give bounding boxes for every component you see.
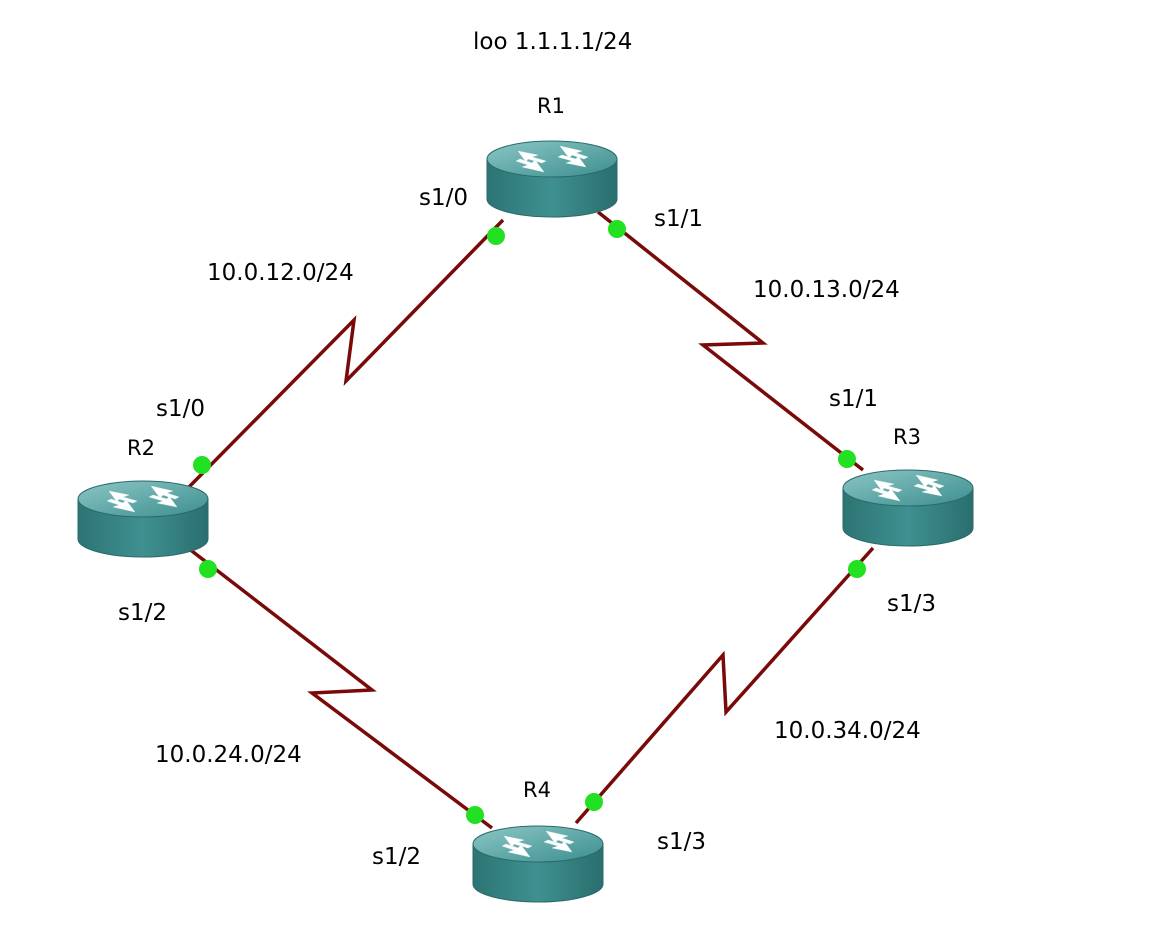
router-r1-icon[interactable] (486, 140, 618, 218)
loopback-label: loo 1.1.1.1/24 (473, 29, 632, 55)
router-r3-name: R3 (893, 425, 921, 449)
port-status-r3-s13 (848, 560, 866, 578)
router-r4-name: R4 (523, 778, 551, 802)
port-status-r2-s10 (193, 456, 211, 474)
interface-label-r2-s10: s1/0 (156, 396, 205, 422)
router-r2-name: R2 (127, 436, 155, 460)
router-r1-name: R1 (537, 94, 565, 118)
link-r3-r4 (574, 546, 875, 825)
router-r4-icon[interactable] (472, 825, 604, 903)
network-label-r2-r4: 10.0.24.0/24 (155, 742, 302, 768)
port-status-r1-s10 (487, 227, 505, 245)
interface-label-r3-s11: s1/1 (829, 386, 878, 412)
router-r3-icon[interactable] (842, 469, 974, 547)
interface-label-r1-s11: s1/1 (654, 206, 703, 232)
network-label-r1-r2: 10.0.12.0/24 (207, 260, 354, 286)
port-status-r1-s11 (608, 220, 626, 238)
link-r1-r2 (186, 218, 505, 490)
interface-label-r2-s12: s1/2 (118, 600, 167, 626)
port-status-r4-s12 (466, 806, 484, 824)
link-r2-r4 (186, 546, 494, 830)
port-status-r2-s12 (199, 560, 217, 578)
interface-label-r4-s13: s1/3 (657, 829, 706, 855)
interface-label-r3-s13: s1/3 (887, 591, 936, 617)
network-label-r1-r3: 10.0.13.0/24 (753, 277, 900, 303)
port-status-r3-s11 (838, 450, 856, 468)
interface-label-r1-s10: s1/0 (419, 185, 468, 211)
interface-label-r4-s12: s1/2 (372, 844, 421, 870)
router-r2-icon[interactable] (77, 480, 209, 558)
link-r1-r3 (596, 210, 865, 472)
port-status-r4-s13 (585, 793, 603, 811)
network-label-r3-r4: 10.0.34.0/24 (774, 718, 921, 744)
